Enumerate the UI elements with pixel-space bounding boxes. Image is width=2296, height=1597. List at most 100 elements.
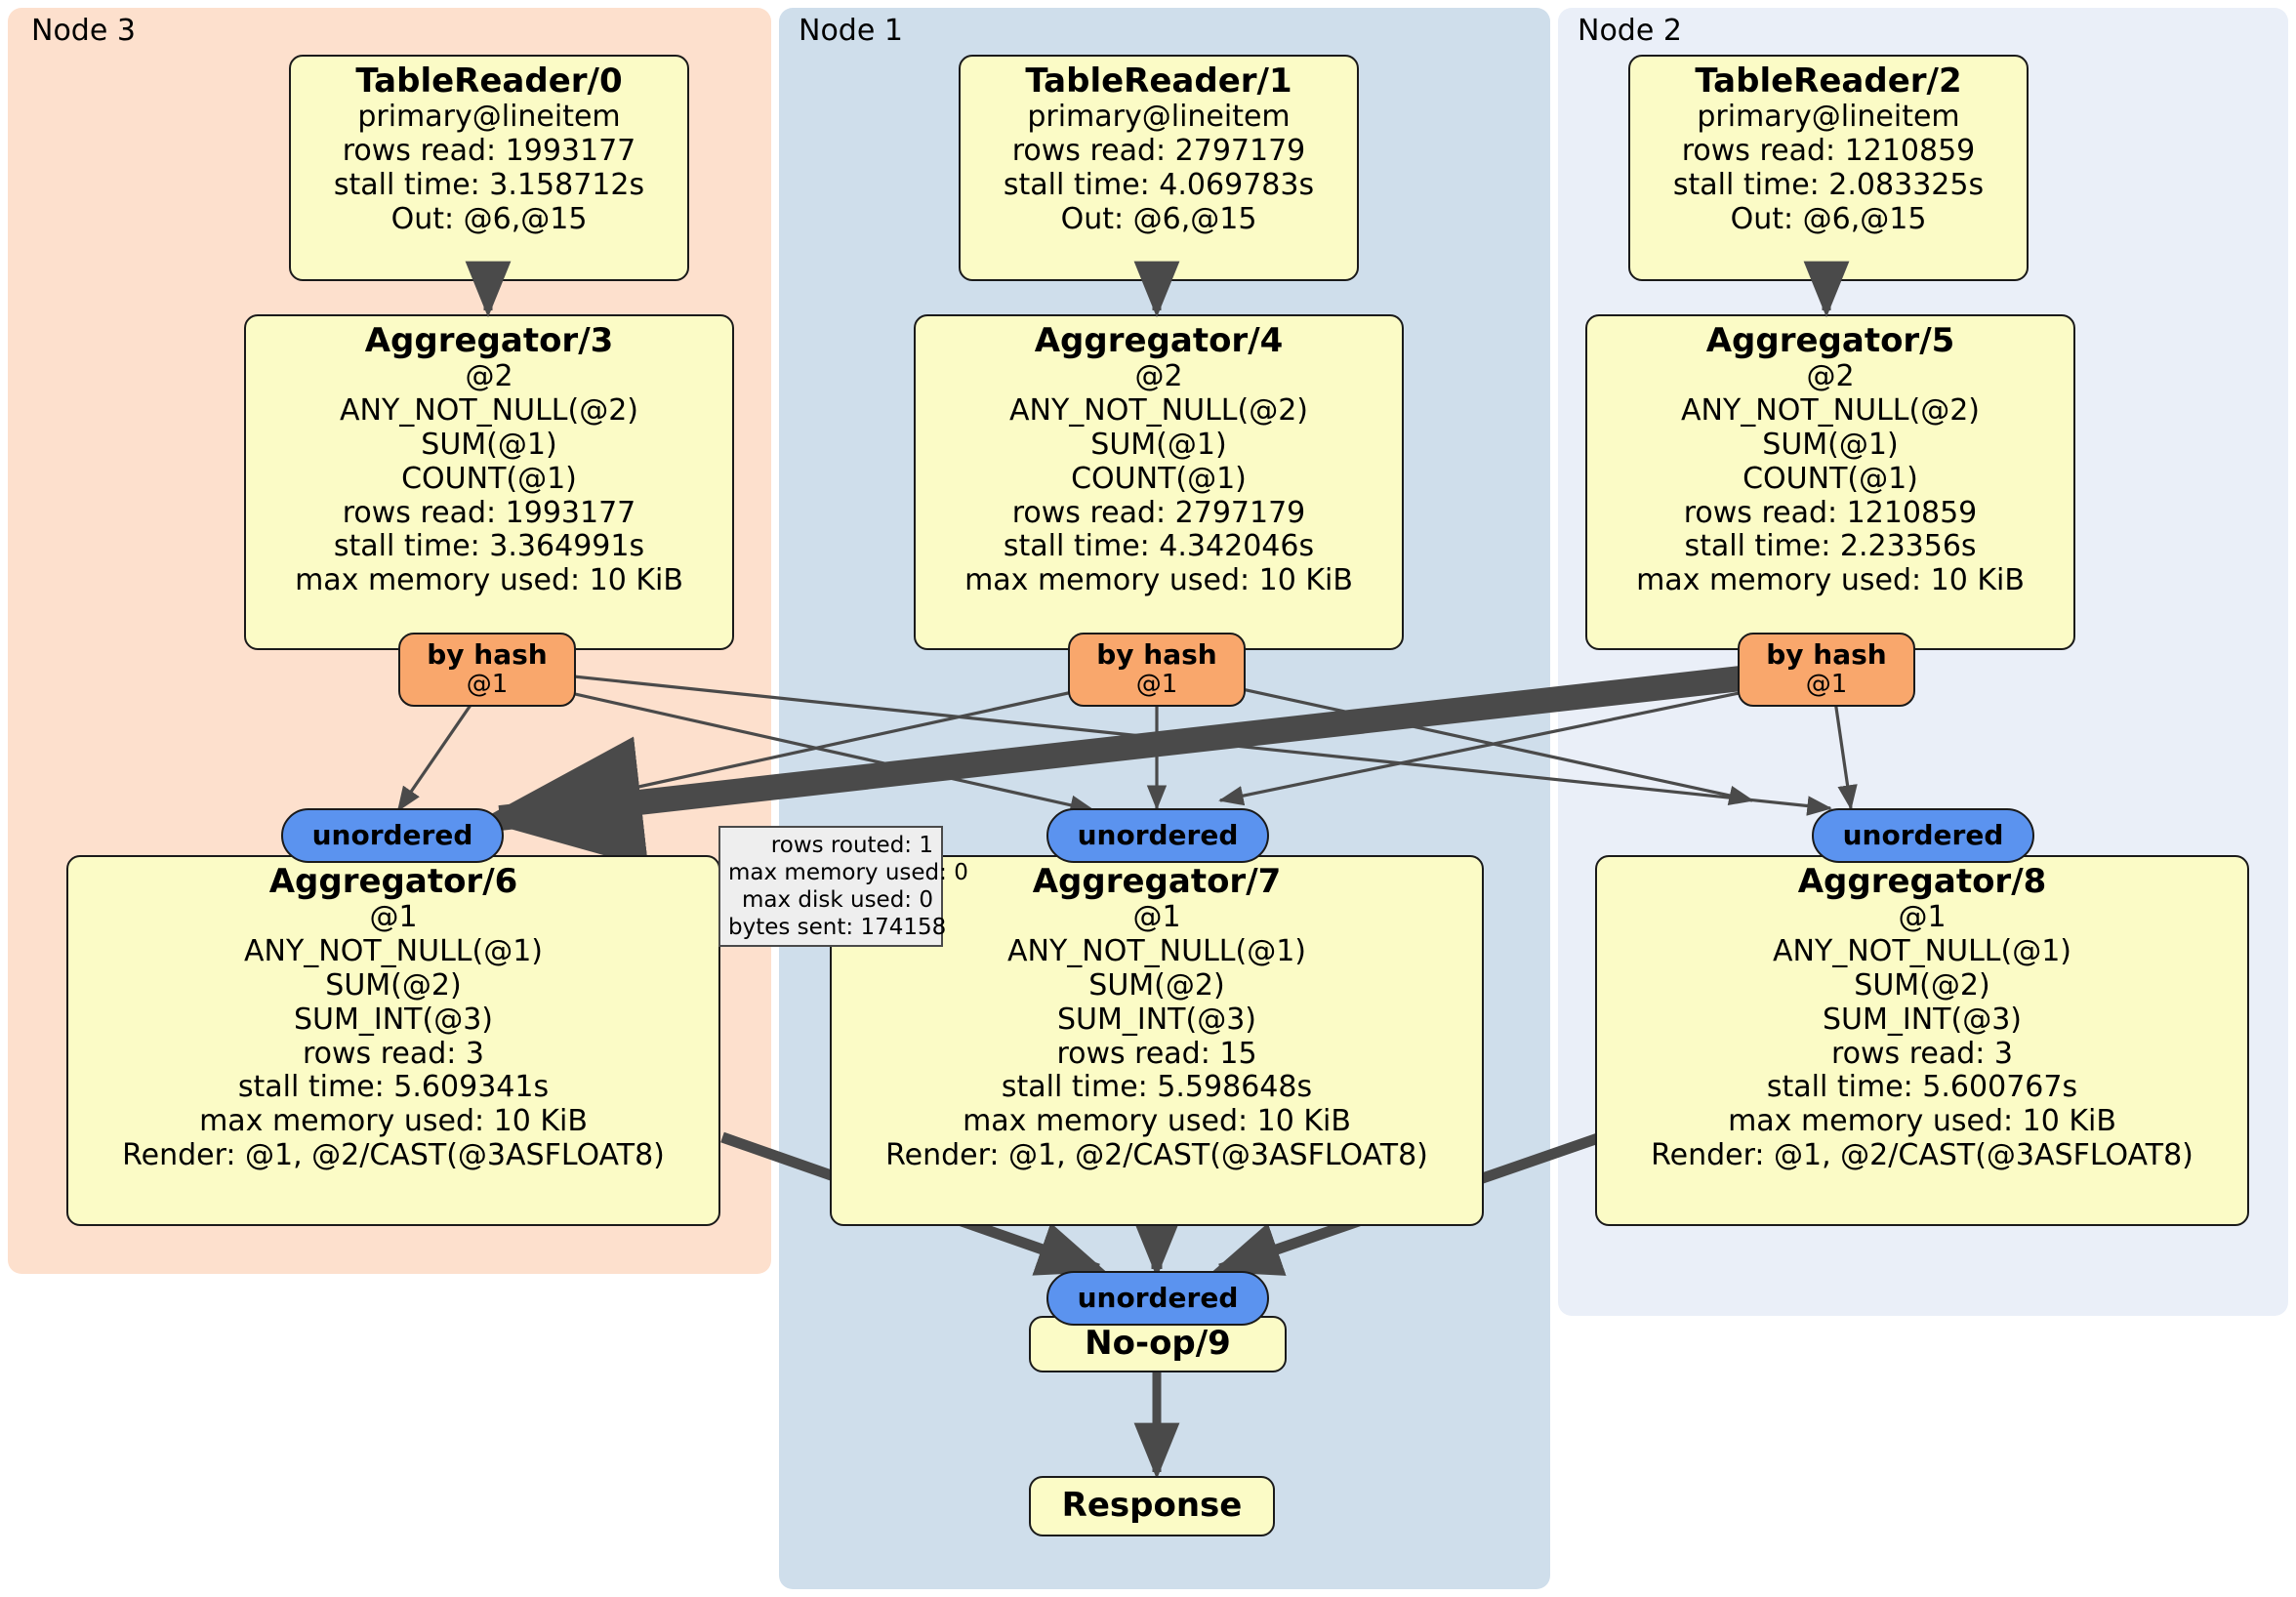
router-column: @1 [1805, 670, 1848, 700]
node-detail: SUM(@2) [1088, 968, 1225, 1003]
router-column: @1 [466, 670, 509, 700]
router-by-hash-node-3[interactable]: by hash @1 [398, 633, 576, 707]
stream-unordered-node-3[interactable]: unordered [281, 808, 504, 863]
processor-tablereader-0[interactable]: TableReader/0 primary@lineitem rows read… [289, 55, 689, 281]
node-detail: stall time: 4.069783s [1003, 168, 1315, 203]
stream-unordered-node-2[interactable]: unordered [1812, 808, 2034, 863]
stream-label: unordered [1077, 1282, 1239, 1315]
node-detail: stall time: 4.342046s [1003, 529, 1315, 564]
node-title: TableReader/0 [355, 61, 623, 101]
stream-label: unordered [1842, 819, 2004, 852]
node-detail: SUM_INT(@3) [294, 1002, 493, 1037]
processor-aggregator-3[interactable]: Aggregator/3 @2 ANY_NOT_NULL(@2) SUM(@1)… [244, 314, 734, 650]
node-detail: max memory used: 10 KiB [963, 1104, 1351, 1139]
processor-response[interactable]: Response [1029, 1476, 1275, 1536]
node-detail: Render: @1, @2/CAST(@3ASFLOAT8) [1651, 1138, 2194, 1173]
node-detail: max memory used: 10 KiB [964, 563, 1353, 598]
node-detail: stall time: 5.600767s [1766, 1070, 2078, 1105]
node-detail: @1 [369, 900, 418, 935]
node-detail: @2 [465, 359, 513, 394]
node-detail: @2 [1806, 359, 1855, 394]
processor-aggregator-4[interactable]: Aggregator/4 @2 ANY_NOT_NULL(@2) SUM(@1)… [914, 314, 1404, 650]
node-detail: max memory used: 10 KiB [1728, 1104, 2116, 1139]
router-type: by hash [1766, 638, 1887, 672]
processor-tablereader-2[interactable]: TableReader/2 primary@lineitem rows read… [1628, 55, 2029, 281]
stream-label: unordered [311, 819, 473, 852]
cluster-label-node-1: Node 1 [799, 14, 903, 48]
node-detail: ANY_NOT_NULL(@1) [1773, 934, 2071, 969]
node-detail: Out: @6,@15 [390, 201, 588, 236]
node-title: Aggregator/4 [1034, 321, 1284, 360]
processor-aggregator-5[interactable]: Aggregator/5 @2 ANY_NOT_NULL(@2) SUM(@1)… [1585, 314, 2075, 650]
node-detail: SUM(@1) [421, 428, 557, 463]
node-detail: primary@lineitem [357, 100, 621, 135]
node-detail: SUM(@1) [1090, 428, 1227, 463]
router-stats-popup: rows routed: 1 max memory used: 0 max di… [718, 826, 968, 948]
node-detail: max memory used: 10 KiB [1636, 563, 2025, 598]
node-detail: ANY_NOT_NULL(@2) [1009, 393, 1308, 429]
node-detail: stall time: 3.364991s [333, 529, 645, 564]
node-title: TableReader/2 [1695, 61, 1962, 101]
node-detail: COUNT(@1) [1071, 461, 1247, 496]
stats-line: rows routed: 1 [770, 833, 933, 858]
processor-aggregator-8[interactable]: Aggregator/8 @1 ANY_NOT_NULL(@1) SUM(@2)… [1595, 855, 2249, 1226]
node-detail: primary@lineitem [1697, 100, 1960, 135]
node-title: Aggregator/7 [1032, 862, 1282, 901]
node-detail: rows read: 3 [1830, 1036, 2014, 1071]
node-detail: stall time: 5.598648s [1001, 1070, 1313, 1105]
stream-unordered-final[interactable]: unordered [1046, 1271, 1269, 1326]
router-by-hash-node-2[interactable]: by hash @1 [1738, 633, 1915, 707]
node-detail: ANY_NOT_NULL(@2) [340, 393, 638, 429]
processor-tablereader-1[interactable]: TableReader/1 primary@lineitem rows read… [959, 55, 1359, 281]
node-title: No-op/9 [1085, 1324, 1231, 1364]
node-detail: rows read: 2797179 [1011, 495, 1306, 530]
node-detail: ANY_NOT_NULL(@1) [1007, 934, 1306, 969]
router-column: @1 [1135, 670, 1178, 700]
node-detail: Out: @6,@15 [1060, 201, 1257, 236]
stats-line: max disk used: 0 [741, 887, 933, 914]
node-detail: Out: @6,@15 [1730, 201, 1927, 236]
node-detail: stall time: 2.083325s [1672, 168, 1985, 203]
node-detail: rows read: 15 [1056, 1036, 1257, 1071]
node-detail: @1 [1132, 900, 1181, 935]
node-detail: Render: @1, @2/CAST(@3ASFLOAT8) [122, 1138, 665, 1173]
node-detail: SUM_INT(@3) [1057, 1002, 1256, 1037]
stats-line: max memory used: 0 [728, 860, 968, 886]
node-title: Aggregator/6 [268, 862, 518, 901]
router-by-hash-node-1[interactable]: by hash @1 [1068, 633, 1246, 707]
cluster-label-node-2: Node 2 [1578, 14, 1682, 48]
stream-label: unordered [1077, 819, 1239, 852]
node-detail: COUNT(@1) [401, 461, 577, 496]
router-type: by hash [427, 638, 548, 672]
node-detail: rows read: 1210859 [1681, 134, 1976, 169]
node-detail: Render: @1, @2/CAST(@3ASFLOAT8) [885, 1138, 1428, 1173]
node-detail: ANY_NOT_NULL(@2) [1681, 393, 1980, 429]
node-detail: COUNT(@1) [1742, 461, 1918, 496]
node-detail: rows read: 1993177 [342, 495, 636, 530]
node-detail: @2 [1134, 359, 1183, 394]
node-detail: max memory used: 10 KiB [295, 563, 683, 598]
node-detail: rows read: 1993177 [342, 134, 636, 169]
processor-aggregator-6[interactable]: Aggregator/6 @1 ANY_NOT_NULL(@1) SUM(@2)… [66, 855, 720, 1226]
node-detail: rows read: 1210859 [1683, 495, 1978, 530]
node-title: Response [1061, 1486, 1243, 1526]
node-title: Aggregator/3 [364, 321, 614, 360]
node-title: Aggregator/5 [1705, 321, 1955, 360]
node-detail: @1 [1898, 900, 1947, 935]
node-detail: ANY_NOT_NULL(@1) [244, 934, 543, 969]
stats-line: bytes sent: 174158 [728, 915, 947, 941]
node-detail: stall time: 3.158712s [333, 168, 645, 203]
node-title: TableReader/1 [1025, 61, 1292, 101]
node-detail: max memory used: 10 KiB [199, 1104, 588, 1139]
node-detail: SUM(@1) [1762, 428, 1899, 463]
node-detail: stall time: 5.609341s [237, 1070, 550, 1105]
node-title: Aggregator/8 [1797, 862, 2047, 901]
stream-unordered-node-1[interactable]: unordered [1046, 808, 1269, 863]
node-detail: SUM(@2) [1854, 968, 1990, 1003]
node-detail: SUM_INT(@3) [1823, 1002, 2022, 1037]
cluster-label-node-3: Node 3 [31, 14, 136, 48]
node-detail: rows read: 3 [302, 1036, 485, 1071]
router-type: by hash [1096, 638, 1217, 672]
node-detail: primary@lineitem [1027, 100, 1291, 135]
